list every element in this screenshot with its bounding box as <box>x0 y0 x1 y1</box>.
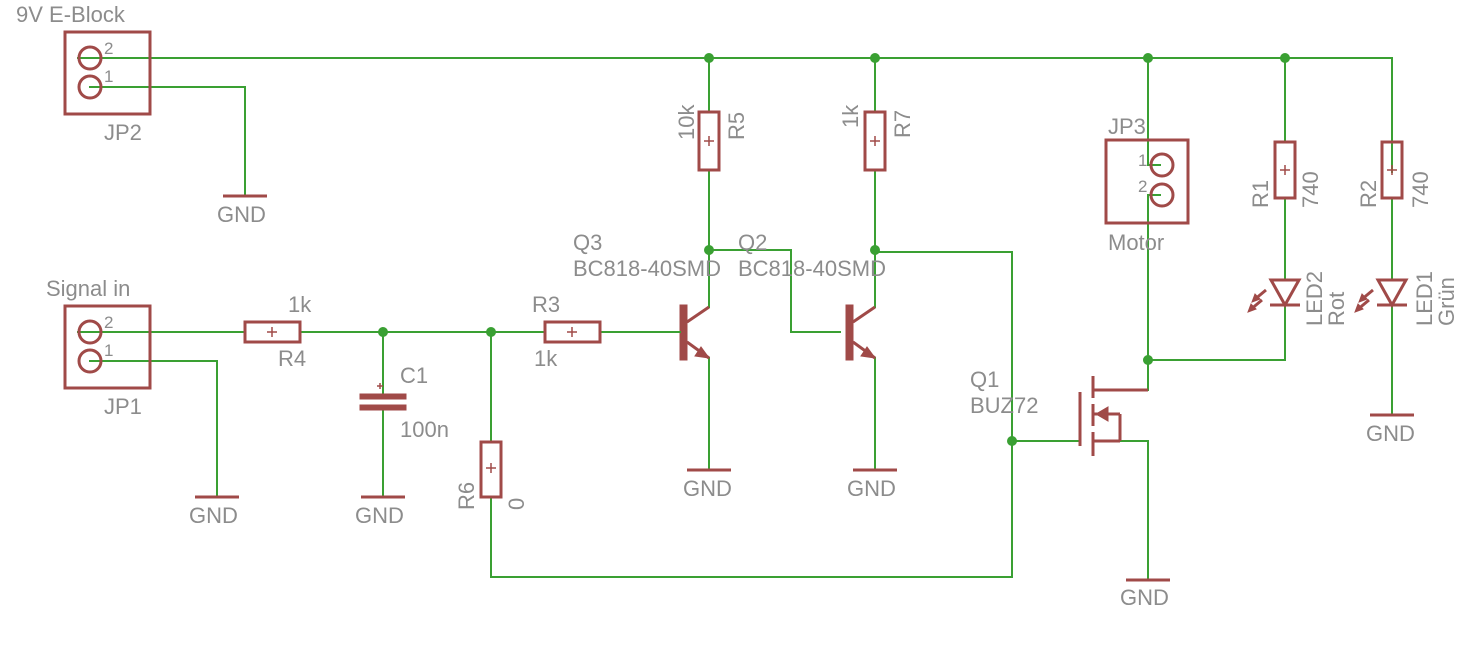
r2-name-label: R2 <box>1356 180 1381 208</box>
resistor-r3: R3 1k <box>532 292 602 371</box>
gnd-symbol-q3: GND <box>683 468 732 501</box>
jp3-value-label: Motor <box>1108 230 1164 255</box>
jp1-pin2-label: 2 <box>104 313 113 332</box>
junction-dot <box>870 53 880 63</box>
transistor-q3: Q3 BC818-40SMD <box>573 230 721 361</box>
q1-value-label: BUZ72 <box>970 393 1038 418</box>
gnd-symbol-c1: GND <box>355 495 405 528</box>
gnd-symbol-jp1: GND <box>189 495 239 528</box>
gnd-label: GND <box>217 202 266 227</box>
jp1-value-label: Signal in <box>46 276 130 301</box>
jp2-name-label: JP2 <box>104 120 142 145</box>
capacitor-c1: C1 100n <box>359 363 449 442</box>
led-led1: LED1 Grün <box>1354 271 1459 326</box>
q3-value-label: BC818-40SMD <box>573 256 721 281</box>
q1-name-label: Q1 <box>970 367 999 392</box>
wires <box>77 57 1393 581</box>
r3-value-label: 1k <box>534 346 558 371</box>
c1-value-label: 100n <box>400 417 449 442</box>
jp1-pin1-label: 1 <box>104 341 113 360</box>
junction-dot <box>378 327 388 337</box>
r4-name-label: R4 <box>278 346 306 371</box>
r5-name-label: R5 <box>724 112 749 140</box>
resistor-r7: 1k R7 <box>838 104 915 172</box>
junction-dot <box>486 327 496 337</box>
r5-value-label: 10k <box>674 104 699 140</box>
gnd-symbol-q1: GND <box>1120 578 1170 610</box>
resistor-r4: 1k R4 <box>243 292 312 371</box>
connector-jp1: 2 1 Signal in JP1 <box>46 276 152 419</box>
r3-name-label: R3 <box>532 292 560 317</box>
led1-value-label: Grün <box>1434 277 1459 326</box>
r1-name-label: R1 <box>1248 180 1273 208</box>
jp1-name-label: JP1 <box>104 394 142 419</box>
junction-dot <box>870 245 880 255</box>
gnd-symbol-jp2: GND <box>217 194 267 227</box>
c1-name-label: C1 <box>400 363 428 388</box>
led2-name-label: LED2 <box>1302 271 1327 326</box>
resistor-r6: R6 0 <box>454 440 529 510</box>
junction-dot <box>704 245 714 255</box>
junction-dot <box>1280 53 1290 63</box>
r2-value-label: 740 <box>1408 171 1433 208</box>
connector-jp2: 2 1 9V E-Block JP2 <box>16 2 152 145</box>
r1-value-label: 740 <box>1298 171 1323 208</box>
r6-name-label: R6 <box>454 482 479 510</box>
gnd-label: GND <box>1366 421 1415 446</box>
transistor-q2: Q2 BC818-40SMD <box>738 230 886 361</box>
jp3-pin1-label: 1 <box>1138 151 1147 170</box>
resistor-r5: 10k R5 <box>674 104 749 172</box>
r7-name-label: R7 <box>890 110 915 138</box>
led-led2: LED2 Rot <box>1247 271 1349 326</box>
gnd-label: GND <box>683 476 732 501</box>
junction-dot <box>1143 53 1153 63</box>
led1-name-label: LED1 <box>1412 271 1437 326</box>
junction-dot <box>1143 355 1153 365</box>
junction-dot <box>704 53 714 63</box>
connector-jp3: 1 2 JP3 Motor <box>1104 114 1190 255</box>
mosfet-q1: Q1 BUZ72 <box>970 367 1148 456</box>
gnd-label: GND <box>355 503 404 528</box>
q2-name-label: Q2 <box>738 230 767 255</box>
gnd-symbol-led1: GND <box>1366 413 1415 446</box>
q3-name-label: Q3 <box>573 230 602 255</box>
jp2-value-label: 9V E-Block <box>16 2 126 27</box>
q2-value-label: BC818-40SMD <box>738 256 886 281</box>
jp3-name-label: JP3 <box>1108 114 1146 139</box>
ground-symbols: GND GND GND GND GND GND GND <box>189 194 1415 610</box>
gnd-symbol-q2: GND <box>847 468 897 501</box>
jp3-pin2-label: 2 <box>1138 177 1147 196</box>
gnd-label: GND <box>189 503 238 528</box>
resistor-r1: R1 740 <box>1248 140 1323 208</box>
junction-dot <box>1007 436 1017 446</box>
led2-value-label: Rot <box>1324 292 1349 326</box>
resistor-r2: R2 740 <box>1356 140 1433 208</box>
jp2-pin1-label: 1 <box>104 67 113 86</box>
r4-value-label: 1k <box>288 292 312 317</box>
gnd-label: GND <box>1120 585 1169 610</box>
junction-dots <box>378 53 1290 446</box>
jp2-pin2-label: 2 <box>104 39 113 58</box>
r7-value-label: 1k <box>838 104 863 128</box>
r6-value-label: 0 <box>504 498 529 510</box>
gnd-label: GND <box>847 476 896 501</box>
